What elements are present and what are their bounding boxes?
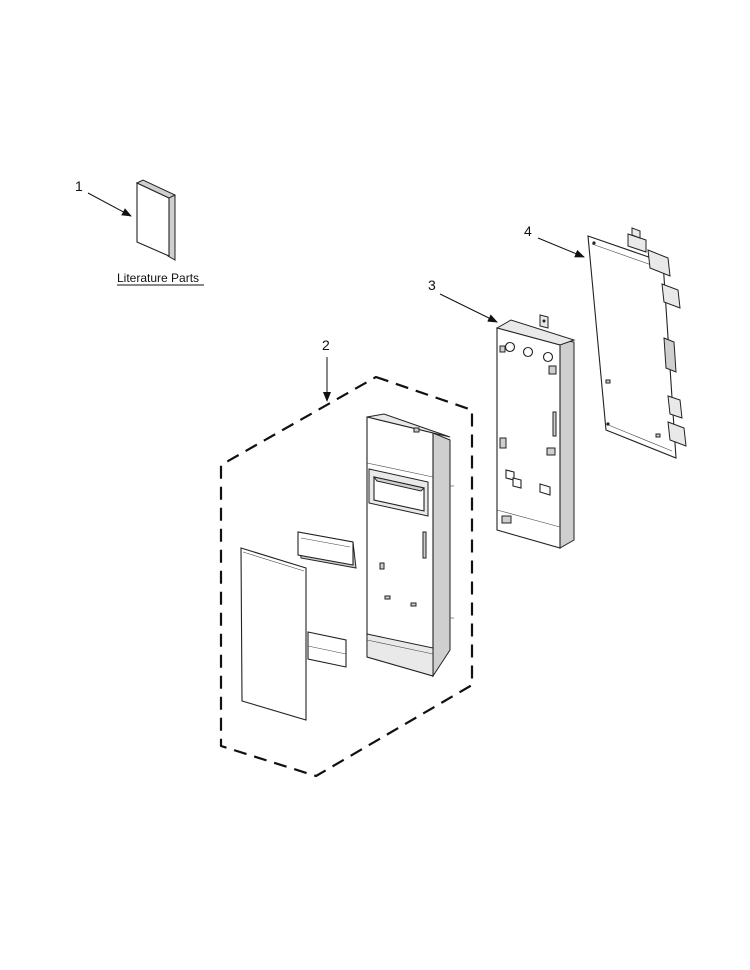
board-relay	[661, 283, 681, 309]
callout-4[interactable]: 4	[524, 223, 585, 258]
literature-parts-label: Literature Parts	[117, 271, 199, 285]
panel-rib	[422, 531, 427, 559]
electronic-control-board[interactable]	[587, 227, 687, 459]
board-component	[667, 421, 687, 447]
callout-1[interactable]: 1	[75, 178, 132, 217]
callout-1-leader-arrow	[87, 192, 132, 217]
control-bracket[interactable]	[495, 314, 576, 549]
callout-2-number: 2	[322, 337, 330, 353]
board-transformer	[663, 337, 677, 373]
panel-side	[432, 432, 451, 678]
callout-3-number: 3	[428, 277, 436, 293]
membrane-ribbon-tail[interactable]	[307, 631, 347, 668]
panel-clip-slot	[379, 562, 385, 570]
callout-3[interactable]: 3	[428, 277, 498, 323]
panel-bottom-band	[366, 633, 434, 677]
control-panel-frame[interactable]	[366, 413, 454, 678]
callout-4-leader-arrow	[537, 237, 585, 258]
callout-4-number: 4	[524, 223, 532, 239]
board-component	[667, 395, 683, 419]
panel-trim-plate[interactable]	[297, 531, 357, 569]
bracket-hole	[504, 341, 516, 353]
circuit-board	[587, 235, 677, 459]
board-relay	[647, 249, 671, 277]
assembly-dashed-boundary	[219, 375, 474, 778]
panel-clip-slot	[384, 595, 391, 600]
callout-3-leader-arrow	[439, 293, 498, 323]
bracket-side	[559, 339, 575, 549]
callout-1-number: 1	[75, 178, 83, 194]
keypad-membrane[interactable]	[240, 547, 307, 721]
callout-2[interactable]: 2	[322, 337, 331, 402]
bracket-hole	[542, 351, 554, 363]
bracket-hole	[522, 346, 534, 358]
membrane-sheet	[240, 547, 307, 721]
literature-booklet[interactable]	[135, 179, 177, 261]
booklet-top-edge	[135, 179, 177, 199]
panel-clip-slot	[410, 602, 417, 607]
